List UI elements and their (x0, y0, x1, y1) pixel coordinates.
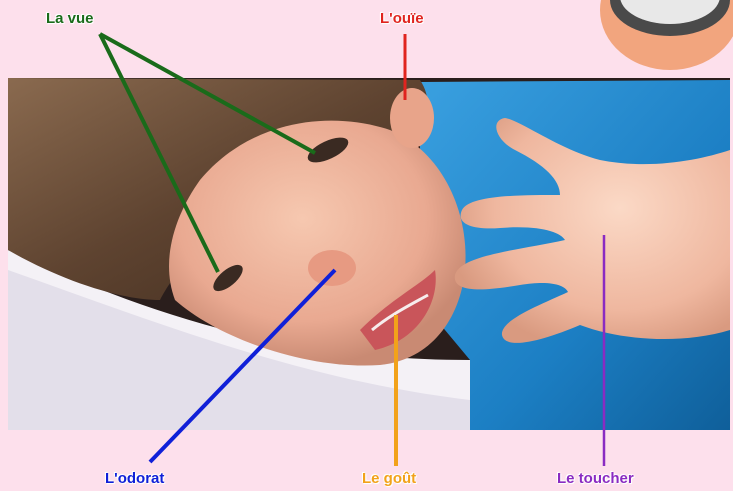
label-vue: La vue (46, 10, 94, 27)
label-gout: Le goût (362, 470, 416, 487)
label-odorat: L'odorat (105, 470, 164, 487)
dish-decoration (600, 0, 733, 70)
label-ouie: L'ouïe (380, 10, 424, 27)
photo (8, 78, 730, 430)
label-toucher: Le toucher (557, 470, 634, 487)
